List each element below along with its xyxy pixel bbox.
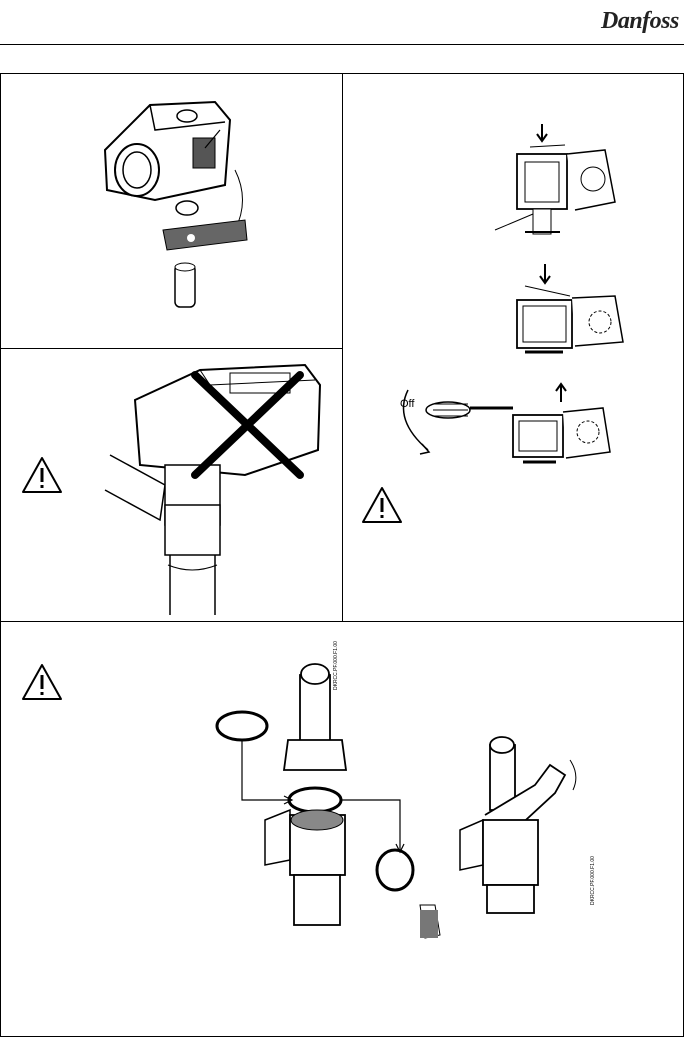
arrow-down-icon [537, 124, 547, 141]
arrow-up-icon [556, 384, 566, 402]
valve-wrench-illustration [455, 735, 595, 915]
arrow-down-icon [540, 264, 550, 283]
warning-triangle-icon [20, 455, 64, 495]
warning-triangle-icon [20, 662, 64, 702]
brand-name: Danfoss [601, 8, 679, 35]
header-rule [0, 44, 684, 45]
part-code-1: DKRCC.PF.000.F1.00 [333, 641, 339, 690]
valve-exploded-illustration [210, 660, 450, 940]
danfoss-logo: Danfoss [601, 8, 681, 38]
coil-removal-step-1 [495, 122, 625, 242]
warning-triangle-icon [360, 485, 404, 525]
coil-exploded-illustration [95, 90, 255, 320]
part-code-2: DKRCC.PF.000.F1.00 [590, 856, 596, 905]
coil-removal-step-2 [505, 262, 630, 362]
coil-on-valve-illustration [100, 355, 340, 620]
coil-removal-step-3 [388, 380, 648, 475]
